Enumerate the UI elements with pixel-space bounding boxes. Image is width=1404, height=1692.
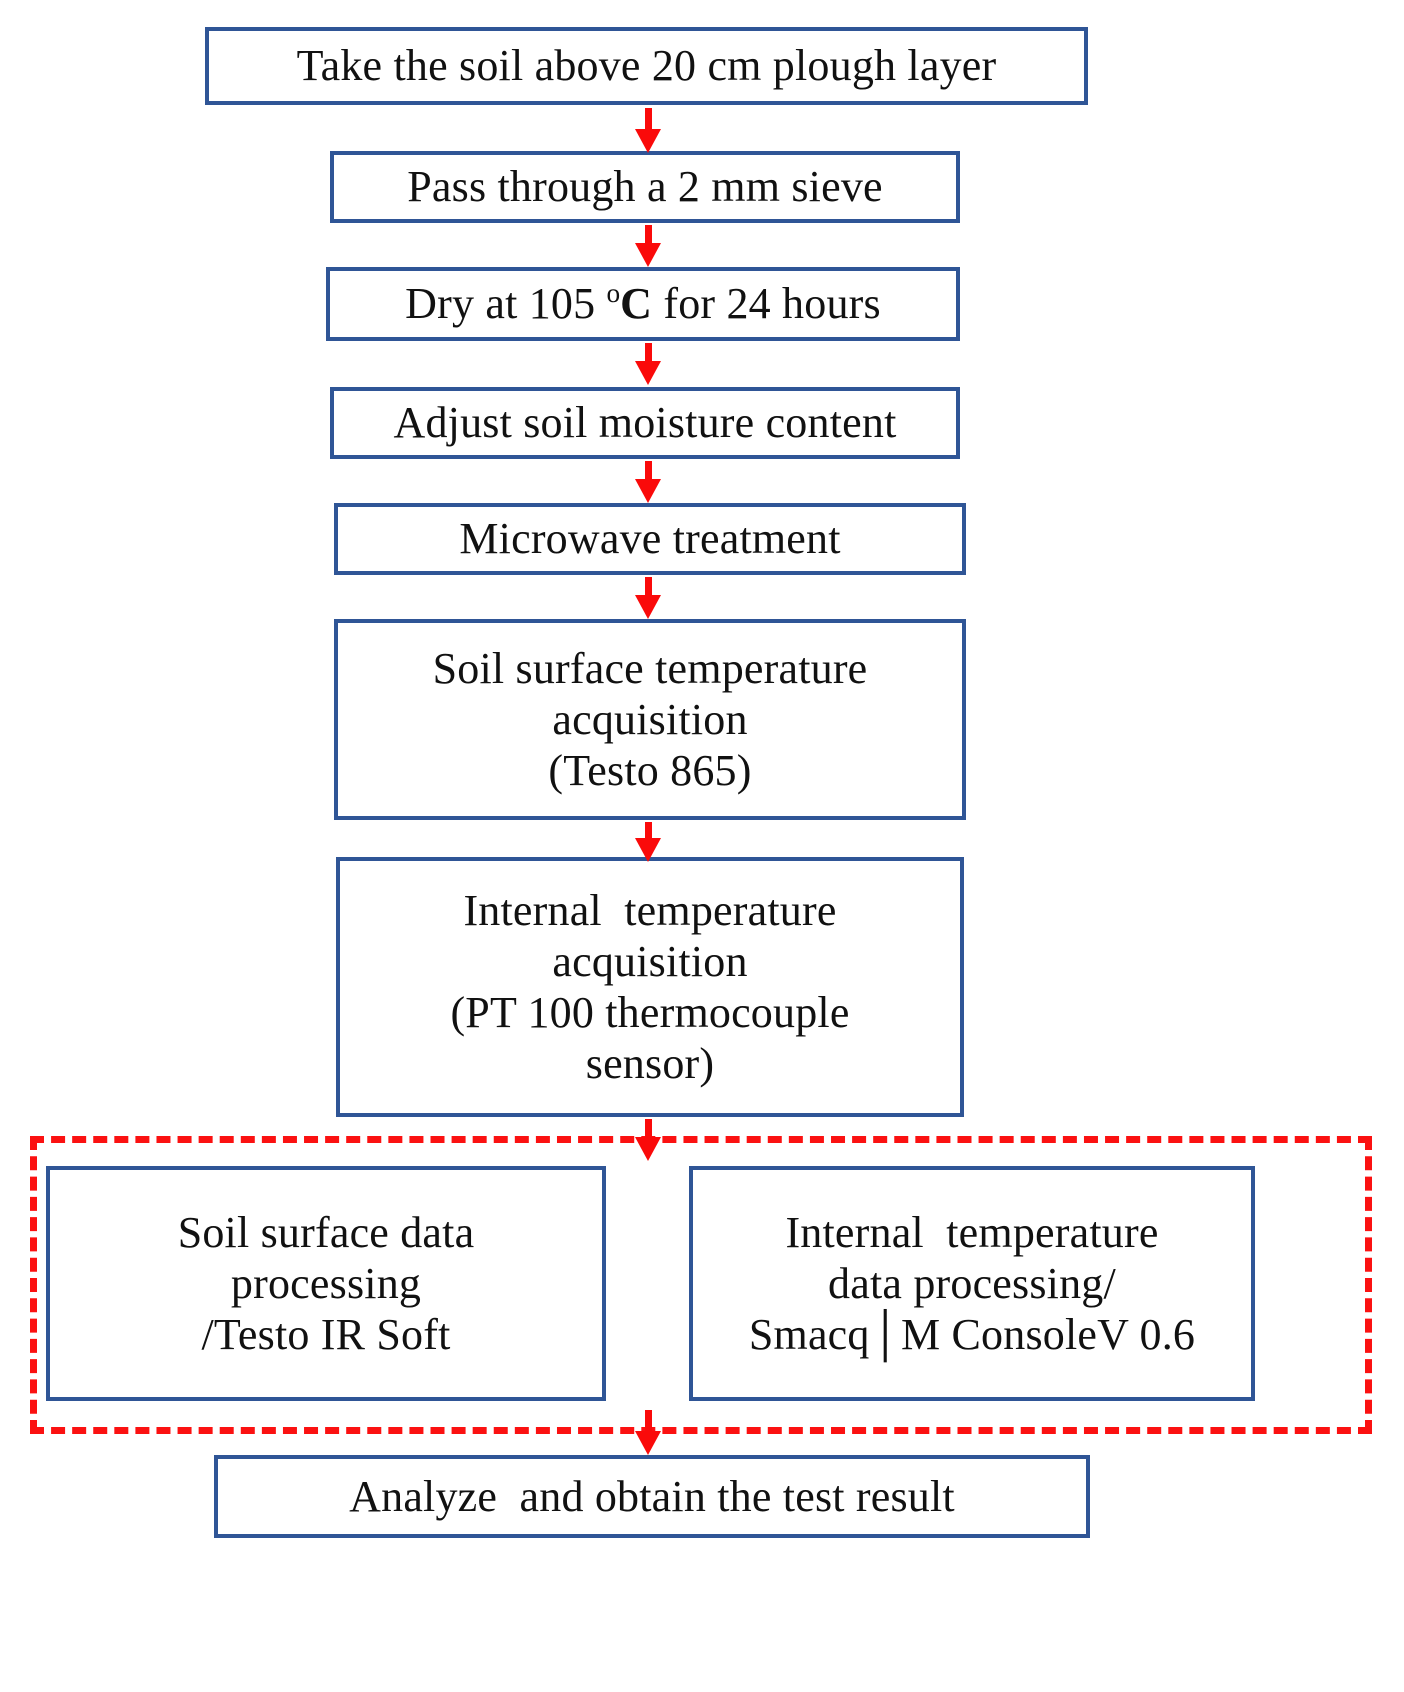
flow-node-text: Adjust soil moisture content — [393, 398, 897, 448]
flow-node-text: Internal temperature — [785, 1207, 1159, 1257]
flow-node-text: /Testo IR Soft — [201, 1310, 451, 1360]
flow-node-analyze: Analyze and obtain the test result — [214, 1455, 1090, 1538]
arrow-adjust-to-microwave — [635, 461, 661, 503]
flow-node-text: Take the soil above 20 cm plough layer — [296, 41, 997, 91]
flow-node-surface-temp: Soil surface temperature acquisition (Te… — [334, 619, 966, 820]
flow-node-text: acquisition — [552, 694, 748, 744]
flow-node-text: acquisition — [552, 936, 748, 986]
flow-node-text: Pass through a 2 mm sieve — [407, 162, 883, 212]
flow-node-text: Analyze and obtain the test result — [349, 1471, 955, 1521]
flow-node-dry: Dry at 105 oC for 24 hours — [326, 267, 960, 341]
arrow-sieve-to-dry — [635, 225, 661, 267]
flow-node-text: Microwave treatment — [459, 514, 841, 564]
flow-node-text: (Testo 865) — [548, 746, 752, 796]
arrow-take-soil-to-sieve — [635, 108, 661, 153]
arrow-microwave-to-surface-temp — [635, 577, 661, 619]
flow-node-microwave: Microwave treatment — [334, 503, 966, 575]
flow-node-text: sensor) — [585, 1039, 715, 1089]
flow-node-text: Smacq│M ConsoleV 0.6 — [748, 1310, 1196, 1360]
flow-node-text: Dry at 105 oC for 24 hours — [405, 278, 881, 329]
flow-node-internal-temp: Internal temperature acquisition (PT 100… — [336, 857, 964, 1117]
flow-node-surface-processing: Soil surface data processing /Testo IR S… — [46, 1166, 606, 1401]
arrow-internal-temp-to-group — [635, 1119, 661, 1161]
arrow-group-to-analyze — [635, 1410, 661, 1455]
flow-node-text: processing — [230, 1258, 422, 1308]
flow-node-text: (PT 100 thermocouple — [450, 988, 850, 1037]
arrow-surface-temp-to-internal-temp — [635, 822, 661, 862]
data-processing-group-frame — [30, 1136, 1372, 1434]
flow-node-take-soil: Take the soil above 20 cm plough layer — [205, 27, 1088, 105]
flow-node-sieve: Pass through a 2 mm sieve — [330, 151, 960, 223]
flow-node-text: Soil surface temperature — [432, 643, 868, 693]
flow-node-text: Soil surface data — [177, 1207, 475, 1257]
flow-node-adjust-moisture: Adjust soil moisture content — [330, 387, 960, 459]
flow-node-internal-processing: Internal temperature data processing/ Sm… — [689, 1166, 1255, 1401]
flow-node-text: data processing/ — [828, 1258, 1116, 1308]
flow-node-text: Internal temperature — [463, 885, 837, 935]
arrow-dry-to-adjust — [635, 343, 661, 385]
